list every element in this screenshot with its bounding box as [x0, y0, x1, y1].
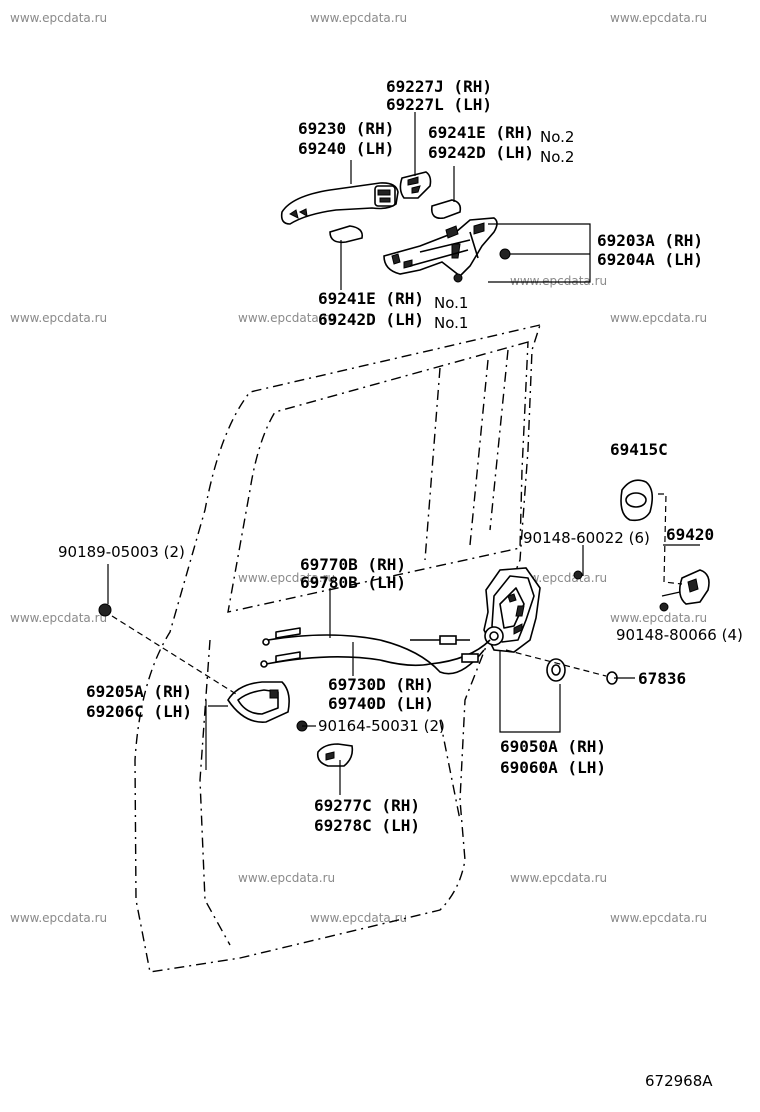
watermark: www.epcdata.ru: [238, 871, 335, 885]
diagram-code: 672968A: [645, 1072, 713, 1090]
clip: [98, 603, 112, 617]
outside-handle: [280, 182, 399, 225]
inside-handle-assembly: [98, 603, 354, 767]
watermarks: www.epcdata.ru www.epcdata.ru www.epcdat…: [10, 11, 707, 925]
outside-handle-assembly: [280, 171, 511, 283]
label-90148-60022: 90148-60022 (6): [523, 529, 650, 547]
watermark: www.epcdata.ru: [310, 11, 407, 25]
leader-lines: [107, 112, 700, 795]
watermark: www.epcdata.ru: [610, 11, 707, 25]
watermark: www.epcdata.ru: [610, 911, 707, 925]
watermark: www.epcdata.ru: [10, 911, 107, 925]
label-69205-rh: 69205A (RH): [86, 682, 192, 701]
label-69241-no2-rh: 69241E (RH): [428, 123, 534, 142]
watermark: www.epcdata.ru: [238, 571, 335, 585]
label-69241-no2-lh: 69242D (LH): [428, 143, 534, 162]
label-69203-lh: 69204A (LH): [597, 250, 703, 269]
label-69420: 69420: [666, 525, 714, 544]
watermark: www.epcdata.ru: [10, 611, 107, 625]
watermark: www.epcdata.ru: [510, 871, 607, 885]
label-69205-lh: 69206C (LH): [86, 702, 192, 721]
label-69227-lh: 69227L (LH): [386, 95, 492, 114]
label-69241-no1-lh: 69242D (LH): [318, 310, 424, 329]
label-69241-no1-rh: 69241E (RH): [318, 289, 424, 308]
label-69203-rh: 69203A (RH): [597, 231, 703, 250]
watermark: www.epcdata.ru: [510, 274, 607, 288]
handle-cover: [399, 171, 432, 199]
inside-handle-bezel: [316, 743, 354, 767]
label-69277-rh: 69277C (RH): [314, 796, 420, 815]
label-90164: 90164-50031 (2): [318, 717, 445, 735]
handle-pad-no2: [430, 199, 462, 220]
handle-pad-no1: [329, 225, 364, 244]
label-69770-rh: 69770B (RH): [300, 555, 406, 574]
watermark: www.epcdata.ru: [310, 911, 407, 925]
screw: [453, 273, 463, 283]
striker-assembly: [620, 479, 710, 612]
watermark: www.epcdata.ru: [610, 311, 707, 325]
label-69050-lh: 69060A (LH): [500, 758, 606, 777]
outside-handle-end: [374, 185, 396, 207]
watermark: www.epcdata.ru: [10, 11, 107, 25]
label-no1: No.1: [434, 294, 468, 312]
label-69230-lh: 69240 (LH): [298, 139, 394, 158]
part-labels: 69227J (RH) 69227L (LH) 69230 (RH) 69240…: [58, 77, 743, 1090]
label-69730-lh: 69740D (LH): [328, 694, 434, 713]
label-67836: 67836: [638, 669, 686, 688]
label-69050-rh: 69050A (RH): [500, 737, 606, 756]
label-69227-rh: 69227J (RH): [386, 77, 492, 96]
label-69770-lh: 69780B (LH): [300, 573, 406, 592]
lock-grommet: [546, 658, 566, 682]
label-no1: No.1: [434, 314, 468, 332]
label-no2: No.2: [540, 128, 574, 146]
screw: [573, 570, 583, 580]
screw: [499, 248, 511, 260]
door-outline: [134, 324, 542, 973]
door-lock-assembly: [483, 567, 618, 685]
label-69277-lh: 69278C (LH): [314, 816, 420, 835]
striker-cover: [620, 479, 654, 522]
label-no2: No.2: [540, 148, 574, 166]
label-90148-80066: 90148-80066 (4): [616, 626, 743, 644]
label-69230-rh: 69230 (RH): [298, 119, 394, 138]
label-90189: 90189-05003 (2): [58, 543, 185, 561]
inside-handle: [227, 681, 290, 723]
label-69730-rh: 69730D (RH): [328, 675, 434, 694]
watermark: www.epcdata.ru: [610, 611, 707, 625]
lock-cables: [260, 627, 491, 675]
watermark: www.epcdata.ru: [238, 311, 335, 325]
label-69415: 69415C: [610, 440, 668, 459]
screw: [659, 602, 669, 612]
watermark: www.epcdata.ru: [10, 311, 107, 325]
